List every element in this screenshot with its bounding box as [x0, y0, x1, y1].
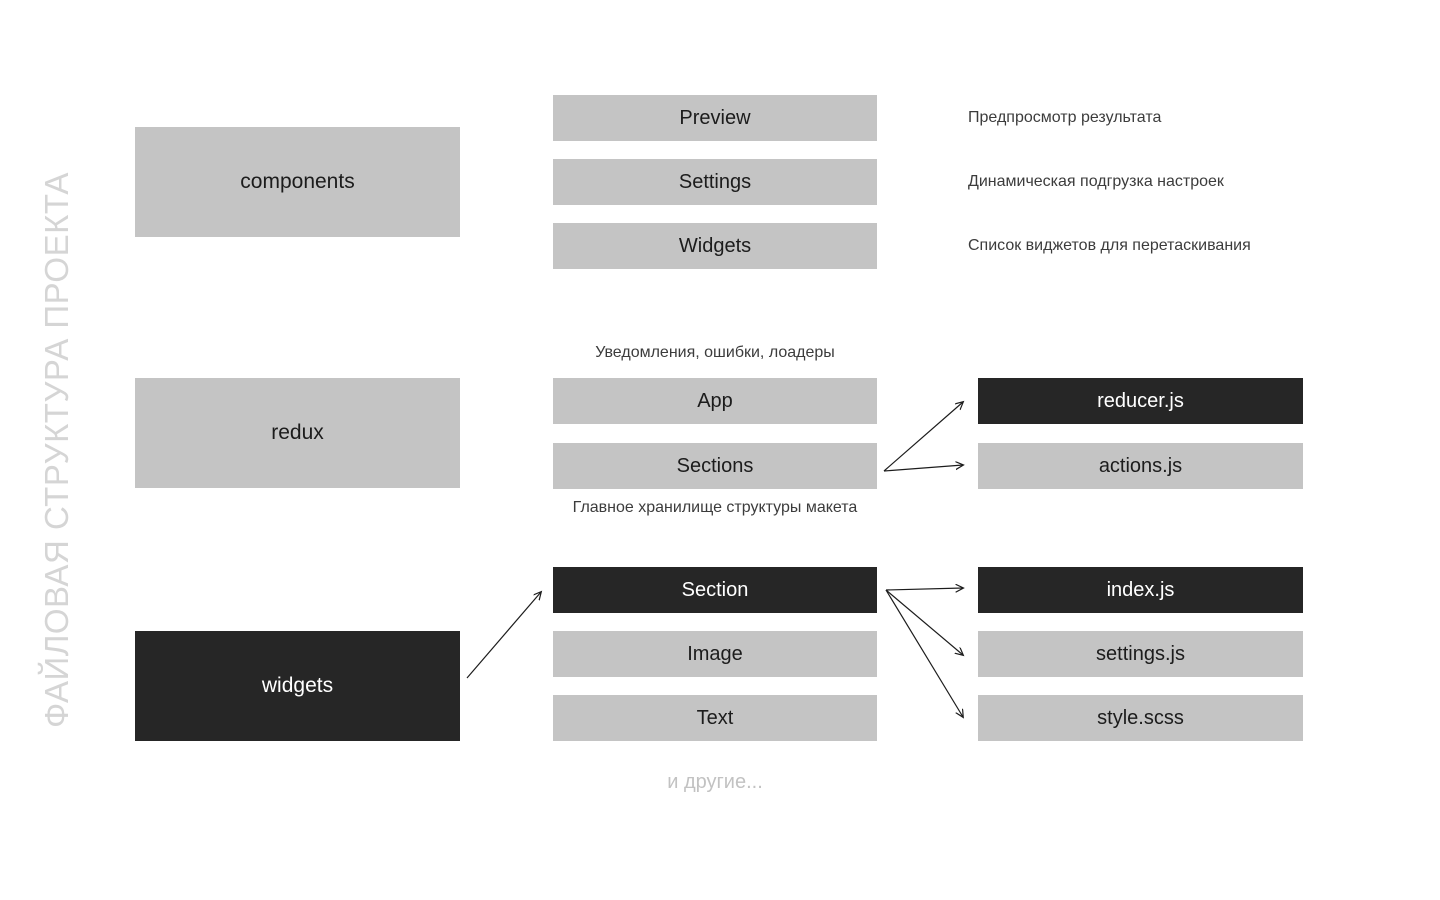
note-preview: Предпросмотр результата: [968, 109, 1162, 126]
arrow-section-to-settings: [885, 589, 963, 655]
file-sections: Sections: [553, 443, 877, 489]
arrow-section-to-index: [885, 588, 963, 590]
note-widgets: Список виджетов для перетаскивания: [968, 237, 1251, 254]
file-text: Text: [553, 695, 877, 741]
more-widgets-label: и другие...: [667, 771, 763, 793]
file-settings: Settings: [553, 159, 877, 205]
file-settings-js: settings.js: [978, 631, 1303, 677]
file-actions-js: actions.js: [978, 443, 1303, 489]
file-preview: Preview: [553, 95, 877, 141]
arrow-widgets-to-section: [466, 592, 541, 679]
file-index-js: index.js: [978, 567, 1303, 613]
folder-widgets: widgets: [135, 631, 460, 741]
note-app-above: Уведомления, ошибки, лоадеры: [595, 344, 835, 361]
file-section: Section: [553, 567, 877, 613]
diagram-title: ФАЙЛОВАЯ СТРУКТУРА ПРОЕКТА: [38, 172, 75, 728]
note-sections-below: Главное хранилище структуры макета: [572, 499, 858, 516]
file-widgets: Widgets: [553, 223, 877, 269]
file-style-scss: style.scss: [978, 695, 1303, 741]
arrow-section-to-style: [885, 589, 963, 717]
folder-components: components: [135, 127, 460, 237]
arrow-sections-to-reducer: [883, 402, 963, 472]
file-reducer-js: reducer.js: [978, 378, 1303, 424]
note-settings: Динамическая подгрузка настроек: [968, 173, 1224, 190]
arrow-sections-to-actions: [883, 465, 963, 472]
file-image: Image: [553, 631, 877, 677]
file-app: App: [553, 378, 877, 424]
folder-redux: redux: [135, 378, 460, 488]
